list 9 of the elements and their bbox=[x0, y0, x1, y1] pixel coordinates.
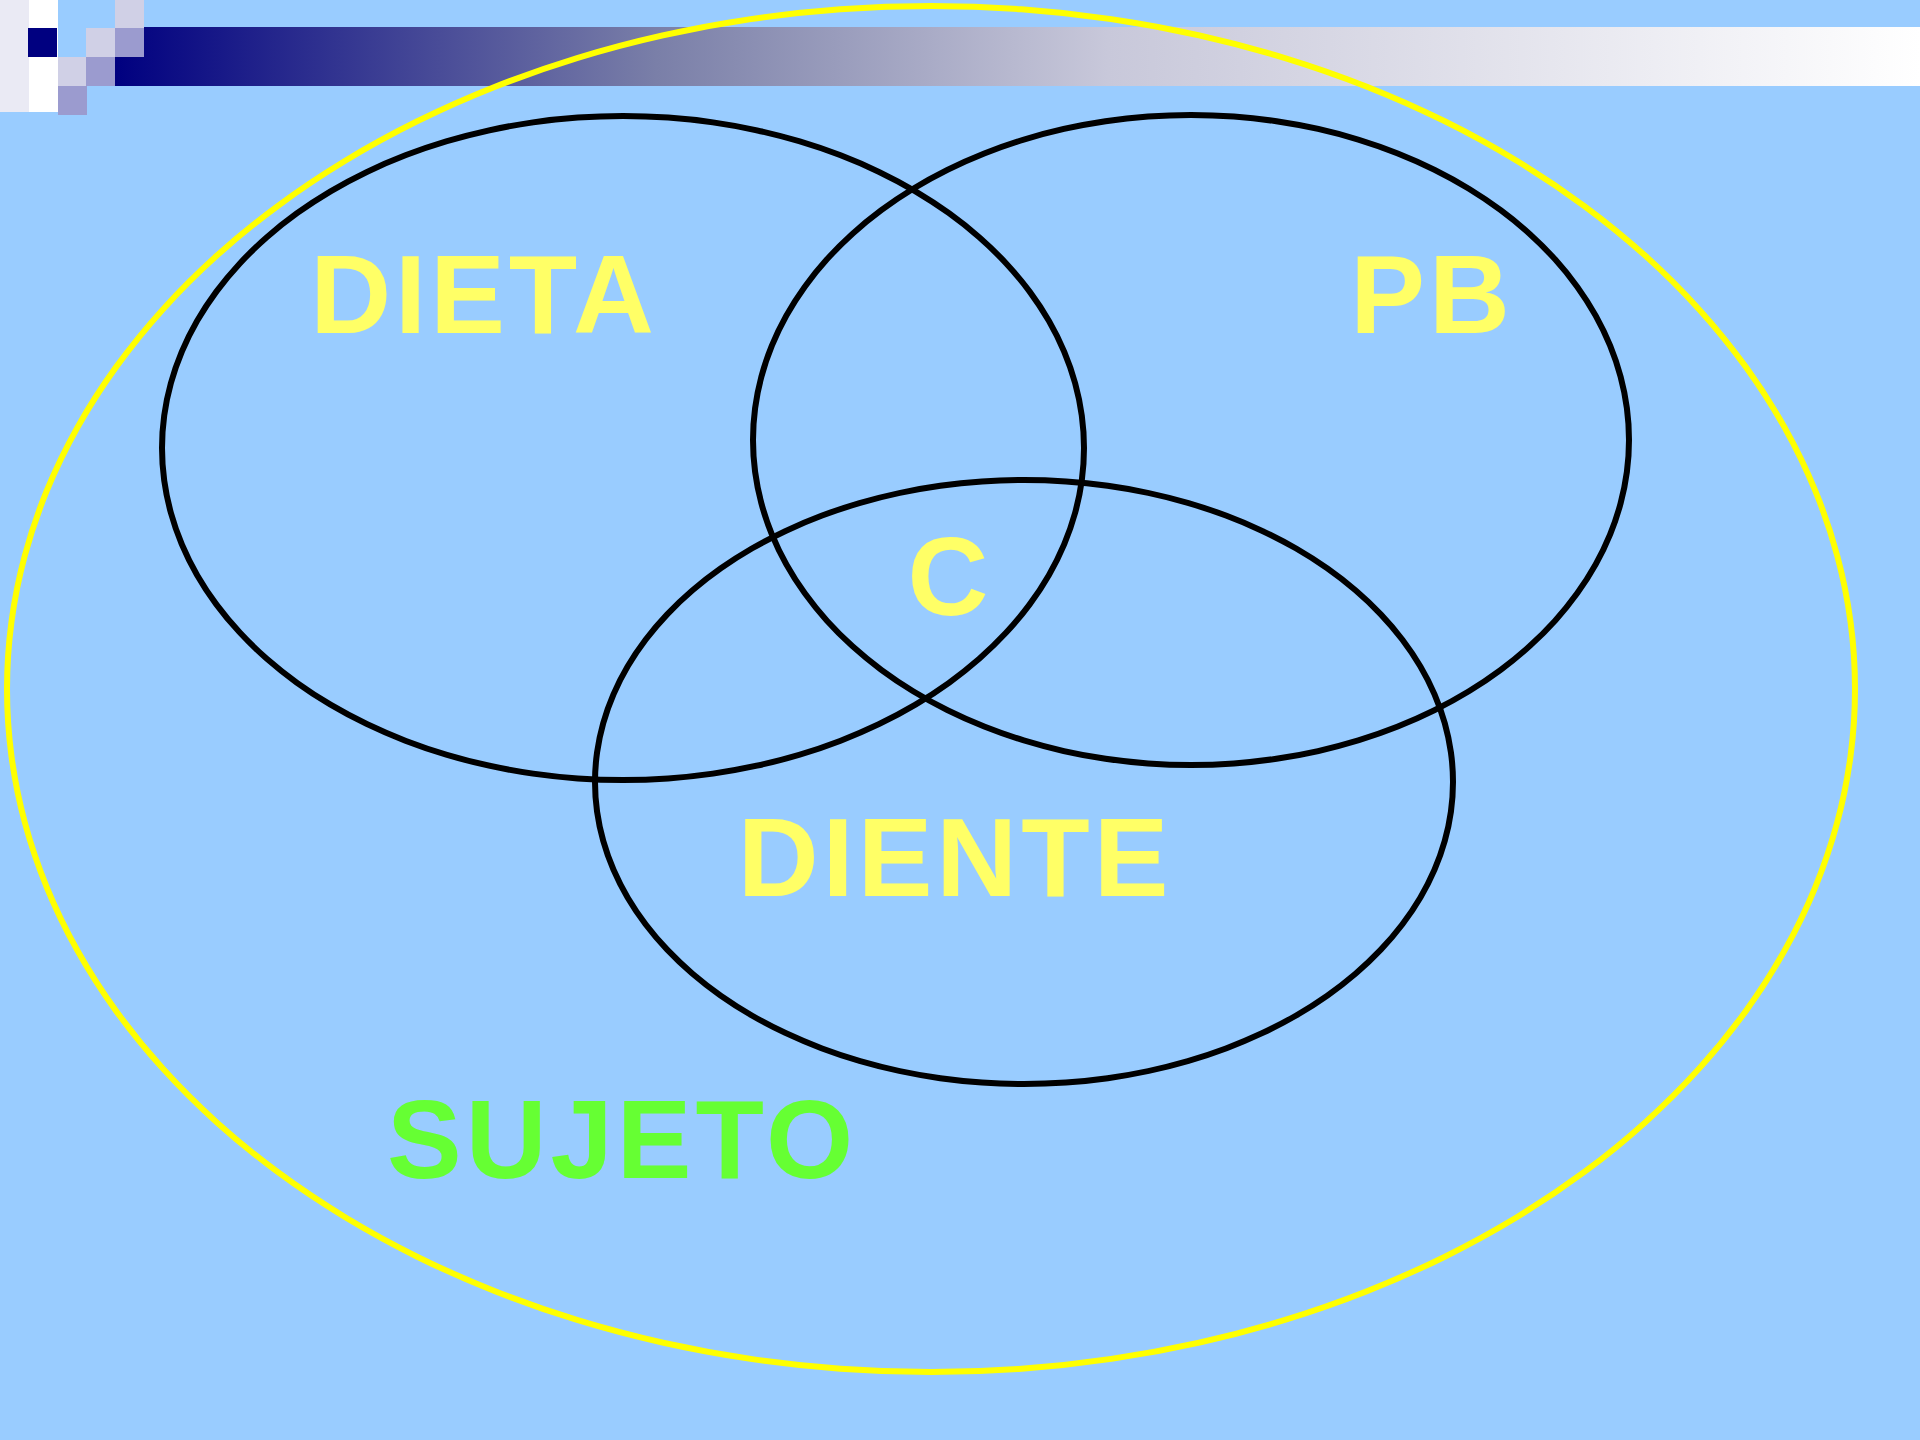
ellipse bbox=[4, 3, 1858, 1375]
set-label: SUJETO bbox=[386, 1084, 858, 1196]
set-label: DIENTE bbox=[737, 802, 1173, 914]
set-label: PB bbox=[1350, 239, 1514, 351]
ellipse bbox=[159, 113, 1087, 783]
ellipse bbox=[750, 112, 1632, 768]
ellipse bbox=[592, 477, 1456, 1087]
set-label: DIETA bbox=[310, 239, 658, 351]
intersection-label: C bbox=[907, 521, 993, 633]
